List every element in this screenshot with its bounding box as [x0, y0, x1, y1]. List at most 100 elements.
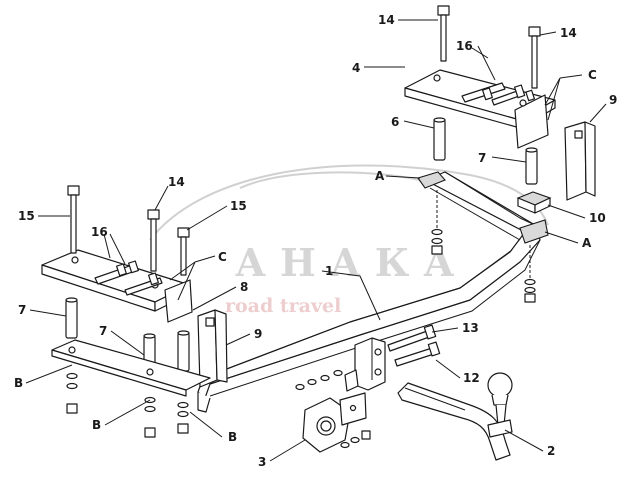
callout-C: C [218, 250, 227, 264]
spacer-7-top [143, 333, 156, 339]
washer [295, 383, 305, 391]
callout-labels: 14 14 14 16 16 4 C C 9 9 6 7 7 7 A A 10 … [14, 13, 617, 469]
left-fasteners [66, 372, 189, 438]
leader-7c [110, 330, 145, 356]
leader-16a2 [477, 45, 496, 81]
nut [144, 427, 156, 438]
watermark-brand: АНАКА [235, 240, 468, 285]
leader-10 [547, 204, 586, 219]
callout-7: 7 [478, 151, 486, 165]
part-1-cross-beam [197, 171, 549, 413]
beam-1-edge [209, 261, 521, 385]
nut [431, 245, 443, 255]
hitch-mount-bracket [354, 337, 386, 391]
spacer-6 [433, 119, 446, 161]
part-2-tow-ball [397, 372, 513, 461]
callout-A: A [375, 169, 385, 183]
bracket-4-hole [519, 99, 527, 107]
leader-3 [269, 439, 306, 462]
plate-9-edge [214, 309, 228, 383]
leader-9a [589, 103, 607, 123]
callout-A: A [582, 236, 592, 250]
callout-14: 14 [378, 13, 395, 27]
callout-1: 1 [325, 264, 333, 278]
leader-14b [539, 31, 557, 36]
washer [431, 237, 443, 245]
tow-ball-neck [397, 382, 511, 461]
washer [524, 286, 536, 294]
bolt-14-head [147, 209, 160, 220]
washer [350, 436, 360, 444]
right-end-fasteners [431, 190, 536, 303]
washer [333, 369, 343, 377]
spacer-6-top [433, 117, 446, 123]
callout-15: 15 [18, 209, 35, 223]
callout-2: 2 [547, 444, 555, 458]
callout-3: 3 [258, 455, 266, 469]
nut-16 [148, 272, 159, 286]
tow-ball-base [487, 419, 513, 438]
washer [307, 378, 317, 386]
bolt-15-shank [70, 194, 77, 254]
nut [66, 403, 78, 414]
bracket-A-lower [519, 219, 549, 244]
part-12-13-bolts [387, 324, 441, 367]
bolt-14-shank [440, 14, 447, 62]
leader-8 [192, 286, 237, 311]
callout-8: 8 [240, 280, 248, 294]
hitch-bracket-hole [374, 348, 382, 356]
beam-1-edge [202, 249, 513, 379]
callout-14: 14 [560, 26, 577, 40]
part-16-left-bolts [94, 260, 163, 296]
callout-9: 9 [254, 327, 262, 341]
callout-C: C [588, 68, 597, 82]
nut-16 [525, 89, 535, 102]
part-9-right-plate [564, 121, 596, 201]
callout-B: B [228, 430, 237, 444]
callout-14: 14 [168, 175, 185, 189]
bolt-14-head [437, 5, 450, 16]
leader-lines [25, 19, 607, 462]
callout-9: 9 [609, 93, 617, 107]
leader-Aa [385, 175, 421, 179]
spacer-7 [525, 149, 538, 185]
beam-fasteners [295, 369, 343, 391]
beam-1-arm-edge [444, 171, 536, 226]
plate-9-nut [205, 317, 215, 327]
washer [320, 374, 330, 382]
nut-16 [482, 87, 493, 101]
part-14-15-bolts-left [67, 185, 190, 276]
leader-Cb2 [169, 261, 196, 281]
watermark: АНАКА road travel [149, 164, 549, 317]
nut [524, 293, 536, 303]
leader-7a [491, 156, 527, 163]
washer [177, 410, 189, 418]
leader-2 [504, 429, 544, 452]
callout-B: B [92, 418, 101, 432]
callout-7: 7 [99, 324, 107, 338]
socket-plate-inner-hole [320, 420, 332, 432]
washer [340, 441, 350, 449]
leader-Ca2 [544, 77, 561, 106]
callout-16: 16 [456, 39, 473, 53]
leader-14c [154, 185, 169, 211]
leader-15b [186, 205, 228, 231]
hitch-bracket-hole [374, 368, 382, 376]
left-bracket-drop-plate [164, 279, 193, 323]
bolt-15-shank [180, 236, 187, 276]
leader-7b [29, 309, 67, 317]
plate-9-nut [574, 130, 583, 139]
leader-Ba [25, 364, 73, 384]
bolt-14-head [528, 26, 541, 37]
callout-6: 6 [391, 115, 399, 129]
bolt-15-head [67, 185, 80, 196]
watermark-tagline: road travel [225, 295, 341, 317]
leader-13 [431, 327, 459, 333]
washer [66, 382, 78, 390]
bracket-A-upper [417, 171, 446, 189]
base-plate-hole [68, 346, 76, 354]
leader-Ca [559, 74, 583, 79]
bolt-12-head [427, 341, 441, 357]
leader-12 [435, 359, 461, 379]
bolt-12-shank [394, 347, 435, 367]
